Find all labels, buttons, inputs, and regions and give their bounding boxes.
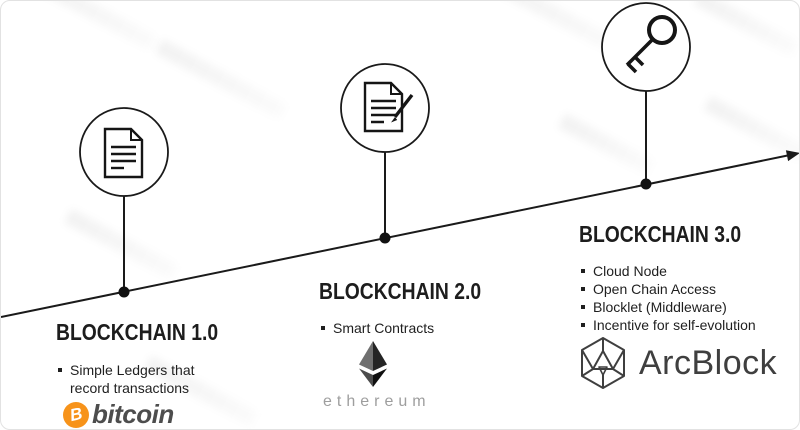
list-item: Blocklet (Middleware)	[579, 298, 789, 316]
arcblock-hexagon-icon	[581, 337, 625, 389]
stage-3-section: BLOCKCHAIN 3.0 Cloud Node Open Chain Acc…	[579, 221, 794, 396]
stage-1-bullets: Simple Ledgers that record transactions	[56, 361, 221, 397]
list-item: Simple Ledgers that record transactions	[56, 361, 221, 397]
pen-icon	[391, 93, 414, 123]
list-item: Incentive for self-evolution	[579, 316, 789, 334]
bullet-text: Smart Contracts	[333, 320, 435, 336]
list-item: Cloud Node	[579, 262, 789, 280]
bullet-square-icon	[581, 323, 585, 327]
bullet-square-icon	[58, 368, 62, 372]
bullet-text: Incentive for self-evolution	[593, 317, 756, 333]
bitcoin-wordmark: bitcoin	[92, 399, 174, 429]
document-icon	[103, 127, 144, 179]
ethereum-diamond-icon	[359, 341, 387, 387]
bullet-square-icon	[321, 326, 325, 330]
stage-2-bullets: Smart Contracts	[319, 319, 489, 337]
timeline-arrowhead-icon	[785, 150, 799, 162]
stage-1-section: BLOCKCHAIN 1.0 Simple Ledgers that recor…	[56, 319, 276, 429]
stage-1-title: BLOCKCHAIN 1.0	[56, 319, 219, 345]
bullet-text: Blocklet (Middleware)	[593, 299, 727, 315]
bullet-square-icon	[581, 305, 585, 309]
key-icon	[625, 15, 677, 74]
bitcoin-logo: B bitcoin	[63, 399, 174, 429]
list-item: Smart Contracts	[319, 319, 489, 337]
timeline-node-dot-1	[118, 286, 130, 298]
bullet-text: Open Chain Access	[593, 281, 716, 297]
stage-2-section: BLOCKCHAIN 2.0 Smart Contracts ethereum	[319, 278, 499, 429]
bullet-text: Cloud Node	[593, 263, 667, 279]
timeline-line	[1, 154, 791, 318]
bitcoin-icon: B	[63, 401, 89, 428]
bullet-text: Simple Ledgers that record transactions	[70, 362, 195, 396]
stage-3-bullets: Cloud Node Open Chain Access Blocklet (M…	[579, 262, 789, 334]
list-item: Open Chain Access	[579, 280, 789, 298]
stage-3-title: BLOCKCHAIN 3.0	[579, 221, 742, 247]
ethereum-logo: ethereum	[323, 341, 431, 411]
bullet-square-icon	[581, 287, 585, 291]
timeline-node-dot-3	[640, 178, 652, 190]
stage1-circle	[79, 107, 169, 197]
timeline-node-dot-2	[379, 232, 391, 244]
arcblock-logo: ArcBlock	[579, 337, 777, 389]
contract-signing-icon	[363, 81, 414, 133]
bullet-square-icon	[581, 269, 585, 273]
ethereum-wordmark: ethereum	[323, 393, 431, 410]
bitcoin-b-glyph: B	[68, 403, 84, 426]
arcblock-wordmark: ArcBlock	[639, 343, 778, 382]
stage-2-title: BLOCKCHAIN 2.0	[319, 278, 482, 304]
